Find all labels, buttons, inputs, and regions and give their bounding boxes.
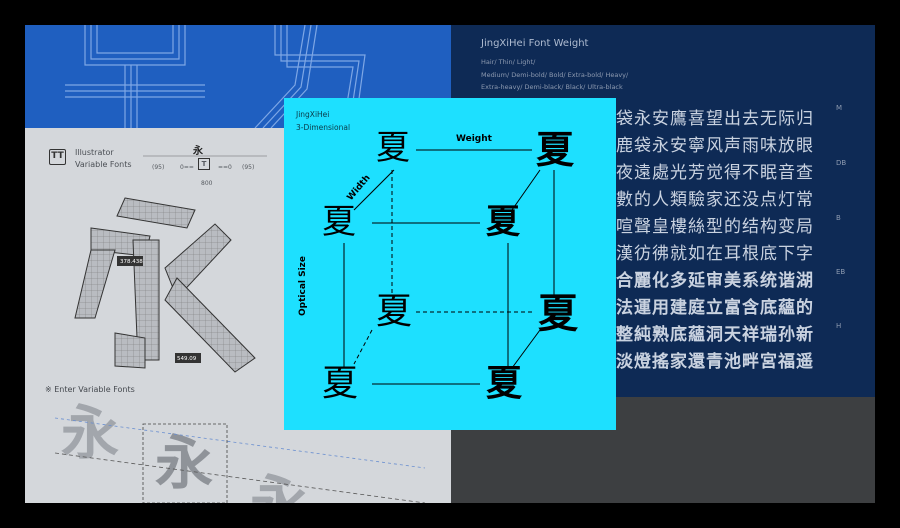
cube-glyph-back-bottom-right: 夏 [538, 291, 578, 337]
cube-glyph-front-top-right: 夏 [486, 202, 520, 242]
axis-right-value: (95) [242, 164, 255, 171]
measure-label-1: 378.438 [120, 259, 143, 265]
big-glyph-1: 永 [61, 399, 119, 467]
sample-line-1: 袋永安鷹喜望出去无际归 [616, 109, 814, 129]
weight-mark-b: B [836, 214, 841, 222]
variable-fonts-label: Variable Fonts [75, 160, 132, 169]
axis-left-value: (95) [152, 164, 165, 171]
axis-text-icon: T [198, 158, 210, 170]
sample-line-10: 淡燈搖家還青池畔宮福遥 [616, 352, 814, 372]
weight-mark-db: DB [836, 159, 847, 167]
cube-lines [343, 149, 555, 385]
axis-bottom-value: 800 [201, 180, 213, 187]
weight-mark-m: M [836, 104, 843, 112]
sample-line-8: 法運用建庭立富含底蘊的 [616, 298, 814, 318]
card-subtitle: 3-Dimensional [296, 123, 351, 132]
cube-glyph-back-top-right: 夏 [536, 128, 575, 172]
variable-font-icon: TT [49, 149, 66, 165]
card-font-name: JingXiHei [296, 110, 330, 119]
axis-mid-left: 0== [180, 164, 194, 171]
weights-line-1: Hair/ Thin/ Light/ [481, 58, 536, 66]
cube-glyph-back-bottom-left: 夏 [376, 291, 413, 332]
axis-mid-right: ==0 [218, 164, 232, 171]
sample-line-2: 鹿袋永安寧风声雨味放眼 [616, 136, 814, 156]
big-glyph-2: 永 [155, 429, 213, 497]
weights-line-3: Extra-heavy/ Demi-black/ Black/ Ultra-bl… [481, 83, 623, 91]
sample-line-3: 夜遠處光芳觉得不眠音查 [616, 163, 814, 183]
weight-mark-eb: EB [836, 268, 846, 276]
sample-line-7: 合麗化多延审美系统谐湖 [616, 271, 814, 291]
illustrator-label: Illustrator [75, 148, 114, 157]
sample-line-9: 整純熟底蘊洞天祥瑞孙新 [616, 325, 814, 345]
axis-slider-diagram: (95) 0== T ==0 (95) 800 [142, 152, 302, 192]
outline-glyph-panel [25, 25, 451, 128]
cube-glyph-front-top-left: 夏 [322, 202, 356, 242]
optical-size-axis-label: Optical Size [298, 255, 308, 316]
enter-variable-fonts-label: ※ Enter Variable Fonts [45, 385, 135, 394]
weights-line-2: Medium/ Demi-bold/ Bold/ Extra-bold/ Hea… [481, 71, 629, 79]
weight-mark-h: H [836, 322, 842, 330]
glyph-label: 永 [193, 146, 203, 157]
measure-label-2: 549.09 [177, 356, 197, 362]
cube-glyph-front-bottom-left: 夏 [322, 363, 359, 404]
weight-axis-label: Weight [456, 134, 492, 144]
font-weight-title: JingXiHei Font Weight [481, 38, 589, 49]
cube-glyph-front-bottom-right: 夏 [486, 363, 523, 404]
cube-card: JingXiHei 3-Dimensional Weight Width [284, 98, 616, 430]
sample-line-4: 數的人類驗家还没点灯常 [616, 190, 814, 210]
cube-glyph-back-top-left: 夏 [376, 128, 410, 168]
glyph-edit-art: 378.438 549.09 永 永 永 [54, 155, 426, 503]
sample-line-6: 漢彷彿就如在耳根底下字 [616, 244, 814, 264]
outline-glyph-art [65, 25, 366, 128]
sample-line-5: 喧聲皇樓絲型的结构变局 [616, 217, 814, 237]
